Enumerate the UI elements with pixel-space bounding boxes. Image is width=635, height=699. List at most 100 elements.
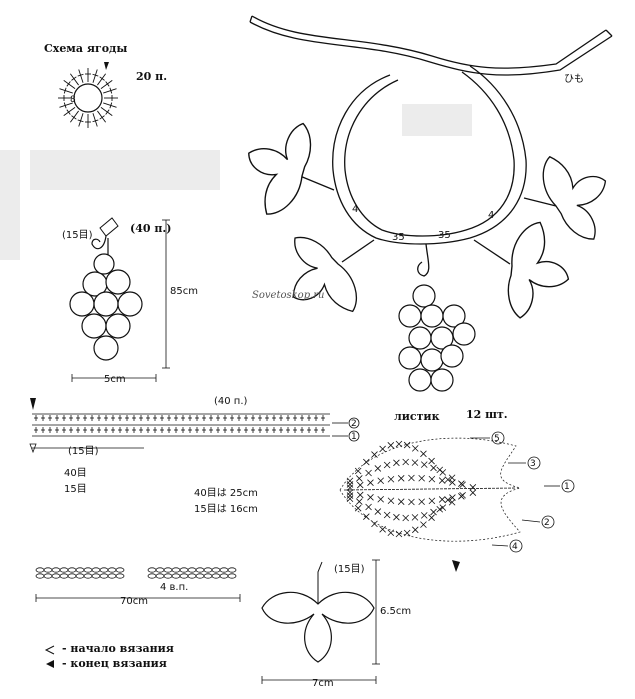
start-marker-icon [44, 645, 55, 655]
chain-stitch [179, 573, 189, 579]
chain-stitch [195, 573, 205, 579]
stitch-mark [439, 504, 447, 511]
berry-count-label: 20 п. [136, 70, 167, 83]
stitch-mark [397, 498, 405, 505]
small-leaf-diagram: (15目) 6.5cm 7cm [261, 559, 411, 689]
stitch-mark [379, 445, 386, 453]
necklace-grape-bunch [398, 284, 476, 392]
stitch-mark [393, 459, 400, 467]
chain-stitch [147, 573, 157, 579]
stitch-mark [383, 461, 391, 469]
stitch-mark [103, 102, 117, 108]
stitch-mark [397, 475, 405, 482]
cord-label: ひも [564, 73, 584, 85]
stitch-mark [469, 489, 477, 496]
berry-ring [73, 83, 103, 113]
stem-line1: 40目 [64, 468, 87, 479]
stem-line2: 15目 [64, 484, 87, 495]
chain-stitch [75, 573, 85, 579]
stitch-mark [346, 489, 354, 496]
chain-stitch [59, 573, 69, 579]
end-marker-icon [46, 660, 54, 668]
chain-length-label: 70cm [120, 596, 148, 607]
necklace-illustration [249, 15, 613, 277]
stitch-mark [459, 481, 466, 489]
berry-end-marker [104, 62, 109, 70]
stitch-mark [430, 508, 437, 516]
small-leaf-rounds: (15目) [334, 564, 365, 575]
stitch-mark [383, 511, 391, 519]
stitch-mark [436, 505, 444, 513]
stem-marker-1: 1 [351, 432, 357, 442]
stitch-mark [78, 69, 84, 83]
seg-mid-right: 35 [438, 230, 451, 241]
chain-stitch [155, 573, 165, 579]
stitch-mark [97, 73, 106, 86]
chain-stitch [67, 573, 77, 579]
stitch-mark [92, 113, 98, 127]
stitch-mark [355, 475, 363, 482]
leaf-row-5: 5 [494, 434, 500, 444]
chain-stitch [35, 567, 45, 573]
leaf-row-3: 3 [530, 459, 536, 469]
chain-stitch [203, 567, 213, 573]
legend: - начало вязания - конец вязания [44, 642, 174, 670]
legend-start: - начало вязания [62, 642, 174, 655]
stitch-mark [355, 498, 363, 505]
stitch-mark [109, 87, 113, 94]
chain-stitch [99, 567, 109, 573]
chain-stitch [91, 567, 101, 573]
stitch-mark [387, 529, 395, 537]
chain-stitch [75, 567, 85, 573]
berry-scheme: Схема ягоды 8 20 п. [44, 42, 167, 128]
stem-count-label: (40 п.) [214, 396, 248, 407]
stitch-mark [92, 69, 98, 83]
chain-stitch [163, 573, 173, 579]
stitch-mark [59, 88, 73, 94]
chain-stitch [227, 573, 237, 579]
stitch-mark [371, 520, 378, 528]
stitch-mark [63, 80, 76, 89]
stitch-mark [420, 512, 428, 519]
stitch-mark [387, 497, 395, 505]
stitch-mark [71, 76, 77, 81]
chain-stitch [171, 567, 181, 573]
chain-stitch [107, 567, 117, 573]
stitch-mark [363, 458, 370, 466]
chain-stitch [227, 567, 237, 573]
leaf-row-1: 1 [564, 482, 570, 492]
chain-stitch [115, 573, 125, 579]
stitch-mark [420, 450, 427, 458]
stitch-mark [444, 496, 452, 504]
chain-stitch [43, 567, 53, 573]
chain-stitch [179, 567, 189, 573]
stitch-mark [346, 495, 354, 503]
stitch-mark [428, 514, 435, 521]
stitch-mark [418, 474, 425, 482]
stitch-mark [408, 498, 415, 506]
stitch-mark [92, 119, 99, 123]
chain-stitch [219, 567, 229, 573]
bg-patch [30, 150, 220, 190]
leaf-scheme: листик 12 шт. 5 3 1 2 4 [339, 408, 575, 572]
stitch-mark [103, 88, 117, 94]
stitch-mark [346, 484, 354, 491]
small-leaf-width: 7cm [312, 678, 334, 689]
watermark: Sovetoskop.ru [252, 290, 325, 301]
stitch-mark [377, 495, 385, 503]
leaf-scheme-title: листик [394, 410, 440, 423]
chain-stitch [187, 573, 197, 579]
bunch-chain-label: (40 п.) [130, 222, 171, 235]
bg-patch [402, 104, 472, 136]
stem-marker-2: 2 [351, 419, 357, 429]
stitch-mark [420, 521, 427, 528]
stitch-mark [109, 102, 113, 109]
stitch-mark [66, 81, 71, 87]
leaf-qty: 12 шт. [466, 408, 508, 421]
chain-stitch [155, 567, 165, 573]
chain-stitch [211, 567, 221, 573]
stitch-mark [346, 481, 354, 488]
stitch-mark [403, 529, 411, 537]
chain-stitch [115, 567, 125, 573]
